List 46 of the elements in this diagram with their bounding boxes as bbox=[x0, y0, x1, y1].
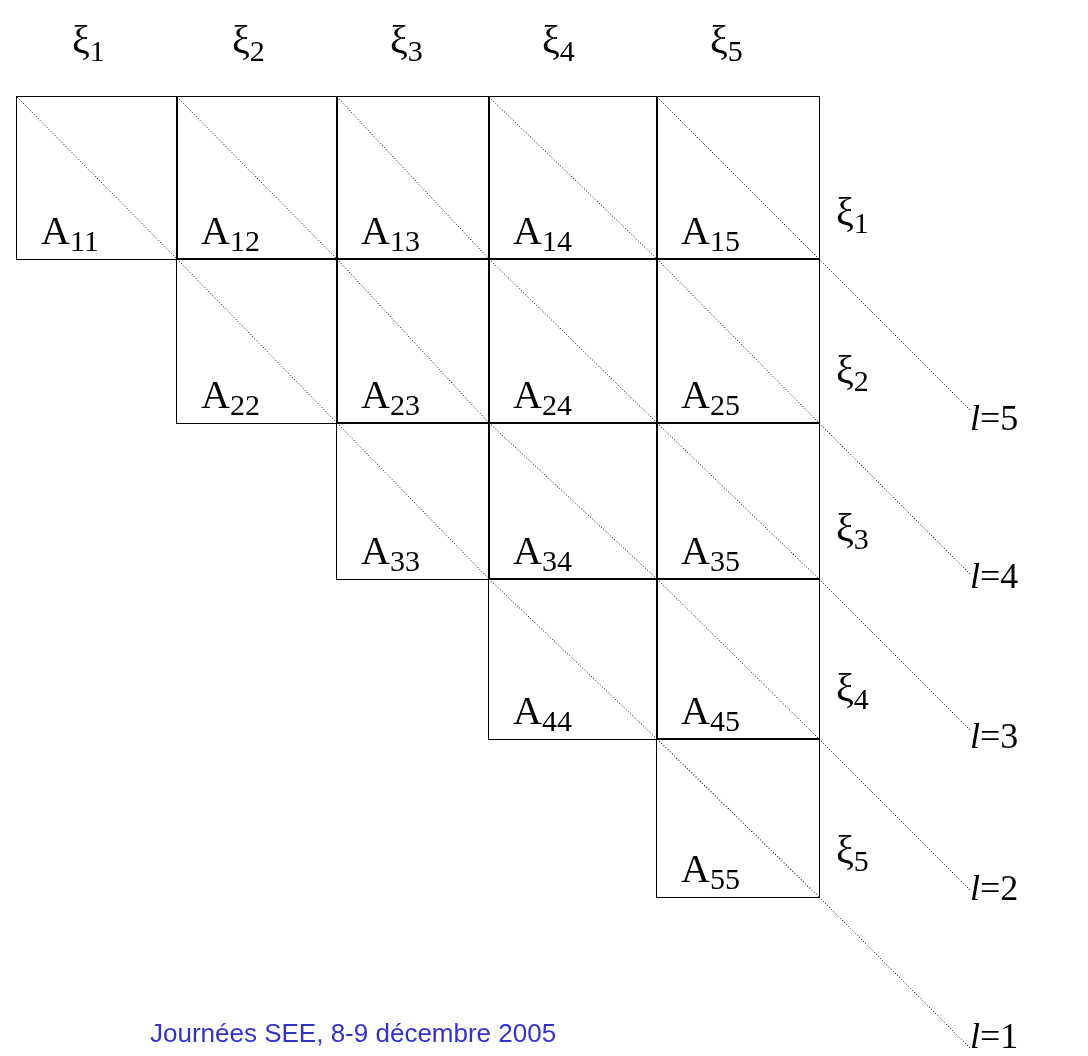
matrix-cell bbox=[488, 422, 658, 580]
diagonal-index-label: l=1 bbox=[970, 1018, 1019, 1054]
math-label: ξ$_{3}$ bbox=[836, 508, 869, 548]
cell-label: A$_{33}$ bbox=[361, 530, 420, 571]
matrix-cell bbox=[16, 96, 178, 260]
math-label: ξ$_{4}$ bbox=[836, 668, 869, 708]
cell-label: A$_{45}$ bbox=[681, 690, 740, 731]
cell-label: A$_{24}$ bbox=[513, 374, 572, 415]
matrix-cell bbox=[656, 96, 820, 260]
matrix-cell bbox=[656, 738, 820, 898]
matrix-cell bbox=[336, 422, 490, 580]
matrix-cell bbox=[336, 258, 490, 424]
diagonal-index-label: l=2 bbox=[970, 870, 1019, 906]
cell-label: A$_{14}$ bbox=[513, 210, 572, 251]
matrix-cell bbox=[488, 258, 658, 424]
matrix-cell bbox=[176, 258, 338, 424]
matrix-cell bbox=[656, 422, 820, 580]
diagonal-index-label: l=4 bbox=[970, 558, 1019, 594]
cell-label: A$_{25}$ bbox=[681, 374, 740, 415]
diagonal-index-label: l=3 bbox=[970, 718, 1019, 754]
cell-label: A$_{15}$ bbox=[681, 210, 740, 251]
caption: Journées SEE, 8-9 décembre 2005 bbox=[150, 1020, 557, 1046]
cell-label: A$_{11}$ bbox=[41, 210, 99, 251]
cell-label: A$_{22}$ bbox=[201, 374, 260, 415]
cell-label: A$_{44}$ bbox=[513, 690, 572, 731]
math-label: ξ$_{1}$ bbox=[836, 192, 869, 232]
matrix-cell bbox=[336, 96, 490, 260]
matrix-cell bbox=[176, 96, 338, 260]
cell-label: A$_{12}$ bbox=[201, 210, 260, 251]
cell-label: A$_{13}$ bbox=[361, 210, 420, 251]
math-label: ξ$_{2}$ bbox=[836, 350, 869, 390]
math-label: ξ$_{5}$ bbox=[710, 20, 743, 60]
math-label: ξ$_{3}$ bbox=[390, 20, 423, 60]
cell-label: A$_{55}$ bbox=[681, 848, 740, 889]
cell-label: A$_{34}$ bbox=[513, 530, 572, 571]
math-label: ξ$_{4}$ bbox=[542, 20, 575, 60]
matrix-cell bbox=[488, 578, 658, 740]
math-label: ξ$_{5}$ bbox=[836, 830, 869, 870]
matrix-cell bbox=[656, 578, 820, 740]
diagonal-index-label: l=5 bbox=[970, 400, 1019, 436]
math-label: ξ$_{1}$ bbox=[72, 20, 105, 60]
cell-label: A$_{23}$ bbox=[361, 374, 420, 415]
matrix-cell bbox=[488, 96, 658, 260]
matrix-cell bbox=[656, 258, 820, 424]
math-label: ξ$_{2}$ bbox=[232, 20, 265, 60]
cell-label: A$_{35}$ bbox=[681, 530, 740, 571]
